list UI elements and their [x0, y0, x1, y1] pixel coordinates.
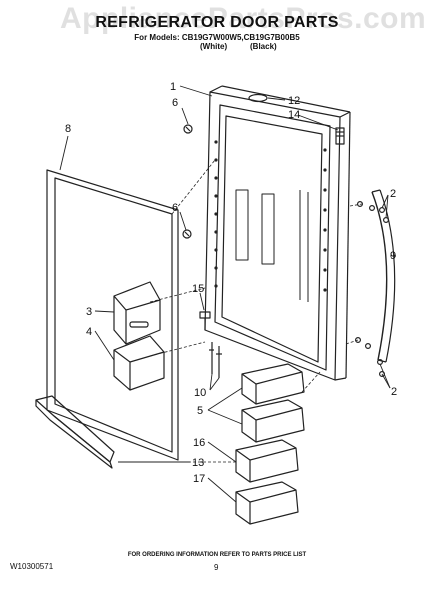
callout-2-bottom: 2 [391, 386, 397, 398]
bin-part-17 [235, 481, 299, 525]
color-label-black: (Black) [250, 42, 277, 51]
watermark: AppliancePartsPros.com [60, 2, 427, 35]
plug-part [248, 93, 268, 103]
page-number: 9 [214, 563, 219, 572]
callout-13: 13 [192, 457, 204, 469]
callout-6-top: 6 [172, 97, 178, 109]
page-title: REFRIGERATOR DOOR PARTS [95, 14, 339, 31]
door-gasket-part [46, 169, 179, 461]
callout-14: 14 [288, 109, 300, 121]
door-bin-part [241, 363, 305, 405]
callout-2-top: 2 [390, 188, 396, 200]
dairy-door-part [113, 281, 161, 345]
screw-part [183, 124, 193, 134]
handle-screw-part [355, 201, 390, 378]
shelf-support-part [209, 342, 222, 378]
color-label-white: (White) [200, 42, 228, 51]
document-number: W10300571 [10, 562, 54, 571]
shelf-bin-part [35, 395, 115, 469]
callout-10: 10 [194, 387, 206, 399]
callout-9: 9 [390, 250, 396, 262]
callout-17: 17 [193, 473, 205, 485]
door-handle-outline [379, 189, 396, 363]
door-bin-part [241, 399, 305, 443]
screw-part [182, 229, 192, 239]
bin-part-16 [235, 439, 299, 483]
callout-8: 8 [65, 123, 71, 135]
dairy-bin-part [113, 335, 165, 391]
callout-3: 3 [86, 306, 92, 318]
callout-16: 16 [193, 437, 205, 449]
callout-1: 1 [170, 81, 176, 93]
callout-15: 15 [192, 283, 204, 295]
callout-12: 12 [288, 95, 300, 107]
callout-5: 5 [197, 405, 203, 417]
callout-6-mid: 6 [172, 202, 178, 214]
hinge-pin-part [335, 127, 345, 145]
stud-part [199, 311, 211, 330]
ordering-note: FOR ORDERING INFORMATION REFER TO PARTS … [127, 552, 307, 558]
callout-4: 4 [86, 326, 92, 338]
door-liner-part [204, 85, 351, 381]
door-handle-part [371, 191, 388, 361]
model-numbers: For Models: CB19G7W00W5,CB19G7B00B5 [134, 33, 300, 42]
